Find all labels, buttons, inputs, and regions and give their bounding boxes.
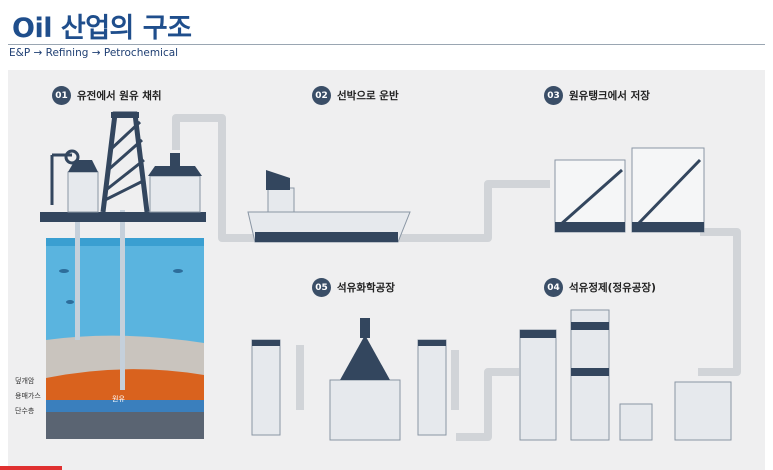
fish	[59, 269, 183, 304]
step-number-badge: 05	[312, 278, 331, 297]
step-label: 원유탱크에서 저장	[569, 90, 650, 102]
step-label: 석유화학공장	[337, 282, 395, 294]
step-label: 선박으로 운반	[337, 90, 399, 102]
pipe-refinery-to-chem	[456, 368, 519, 441]
petrochemical-plant-illustration	[251, 318, 447, 441]
step-01: 01 유전에서 원유 채취	[52, 86, 162, 105]
video-progress-bar[interactable]	[0, 466, 62, 470]
subtitle: E&P → Refining → Petrochemical	[9, 47, 179, 59]
pipe-chem-internal	[296, 345, 459, 410]
platform	[40, 212, 206, 222]
step-05: 05 석유화학공장	[312, 278, 395, 297]
oil-field-illustration	[40, 111, 206, 439]
step-number-badge: 04	[544, 278, 563, 297]
water-layer	[46, 400, 204, 412]
pipe-tank-to-refinery	[698, 228, 741, 376]
layer-label-gas: 용매가스	[15, 392, 41, 400]
step-02: 02 선박으로 운반	[312, 86, 399, 105]
tanker-ship-illustration	[247, 170, 411, 243]
layer-label-water: 단수층	[15, 407, 35, 415]
refinery-illustration	[519, 309, 732, 441]
title-divider	[8, 44, 765, 45]
layer-label-cap-rock: 덮개암	[15, 377, 35, 385]
storage-tanks-illustration	[554, 147, 705, 233]
page-title: Oil 산업의 구조	[12, 13, 192, 44]
step-label: 석유정제(정유공장)	[569, 282, 656, 294]
step-label: 유전에서 원유 채취	[77, 90, 162, 102]
step-04: 04 석유정제(정유공장)	[544, 278, 656, 297]
step-number-badge: 02	[312, 86, 331, 105]
step-number-badge: 01	[52, 86, 71, 105]
pipe-ship-to-tank	[172, 114, 550, 242]
crude-oil-label: 원유	[112, 395, 125, 403]
pipeline	[172, 114, 741, 441]
bedrock	[46, 412, 204, 439]
step-03: 03 원유탱크에서 저장	[544, 86, 650, 105]
step-number-badge: 03	[544, 86, 563, 105]
